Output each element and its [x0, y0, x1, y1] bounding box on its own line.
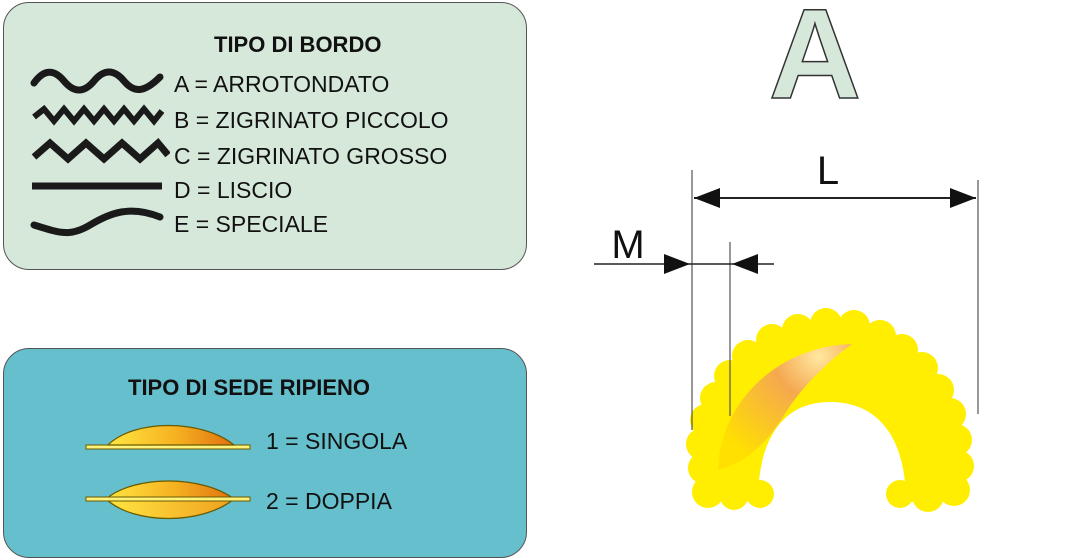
edge-type-label-b: B = ZIGRINATO PICCOLO	[174, 107, 449, 133]
edge-type-label-a: A = ARROTONDATO	[174, 71, 390, 97]
edge-type-label-c: C = ZIGRINATO GROSSO	[174, 143, 448, 169]
dimension-m: M	[594, 223, 774, 416]
dimension-l: L	[691, 149, 979, 430]
dimension-m-label: M	[611, 223, 644, 267]
rounded-wave-icon	[30, 68, 164, 94]
small-zigzag-icon	[32, 104, 165, 126]
large-zigzag-icon	[31, 137, 170, 164]
filling-type-title: TIPO DI SEDE RIPIENO	[128, 375, 371, 400]
edge-type-label-e: E = SPECIALE	[174, 211, 329, 237]
pasta-shape	[686, 308, 974, 512]
filling-type-panel: TIPO DI SEDE RIPIENO 1 = SINGOLA	[3, 348, 527, 558]
s-curve-icon	[30, 207, 164, 236]
pasta-dimension-diagram: L M	[594, 149, 979, 512]
filling-type-label-1: 1 = SINGOLA	[266, 428, 408, 454]
single-filling-icon	[85, 425, 251, 450]
edge-type-title: TIPO DI BORDO	[214, 32, 382, 57]
shape-code-letter: A	[768, 0, 862, 104]
svg-text:A: A	[769, 0, 861, 104]
straight-line-icon	[32, 182, 162, 190]
filling-type-label-2: 2 = DOPPIA	[266, 488, 392, 514]
dimension-l-label: L	[817, 149, 839, 193]
edge-type-panel: TIPO DI BORDO A = ARROTONDATO B = ZIGRIN…	[3, 2, 527, 270]
edge-type-label-d: D = LISCIO	[174, 177, 293, 203]
double-filling-icon	[85, 480, 251, 519]
